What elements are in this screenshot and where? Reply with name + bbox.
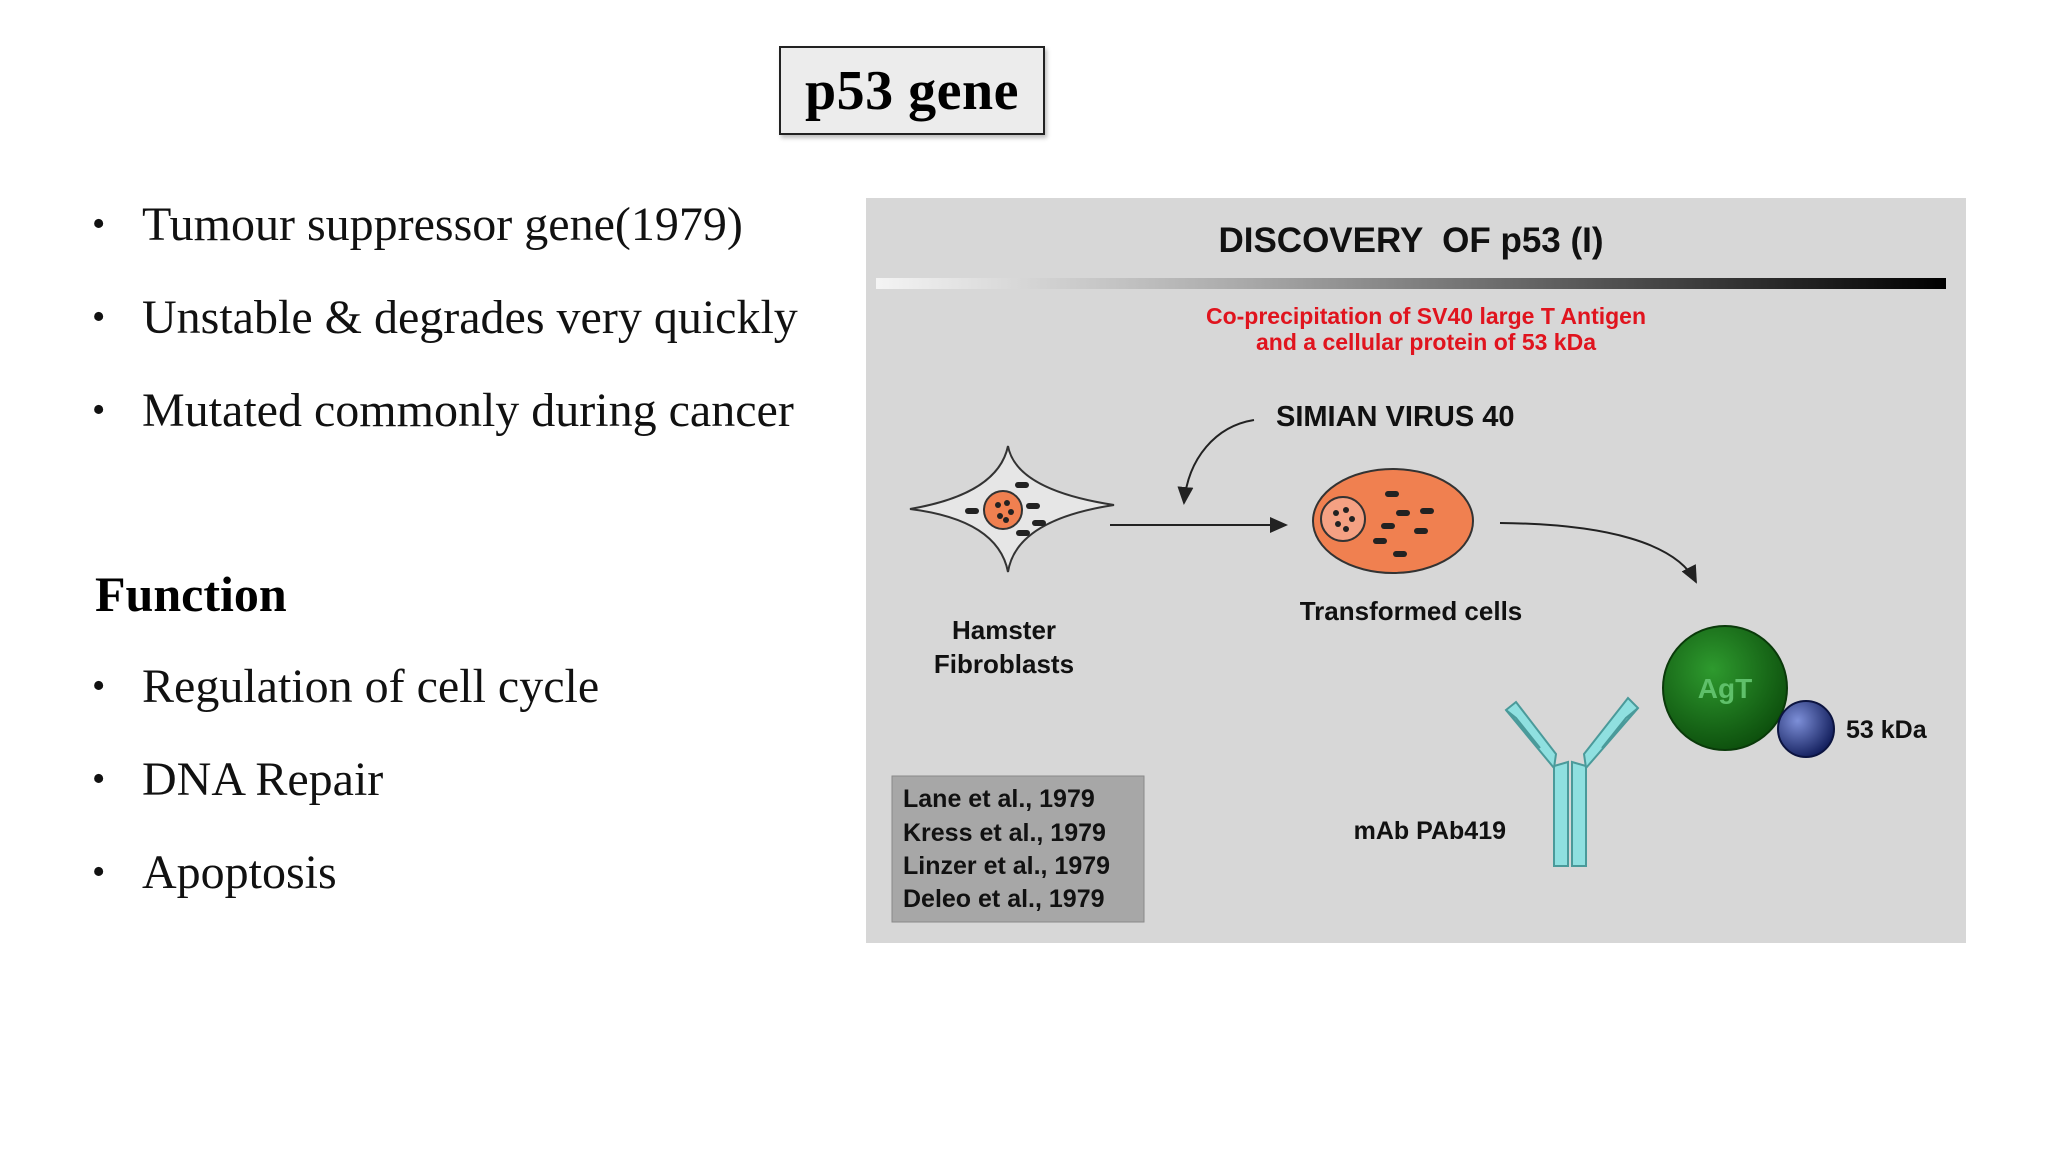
- transformed-cell-icon: [1312, 468, 1474, 574]
- bullet-text: Regulation of cell cycle: [142, 660, 600, 713]
- agt-label: AgT: [1698, 673, 1752, 704]
- immunoprecipitation-arrow: [1499, 522, 1697, 584]
- bullet-icon: •: [92, 389, 106, 431]
- list-item: • Regulation of cell cycle: [92, 640, 599, 733]
- property-list: • Tumour suppressor gene(1979) • Unstable …: [92, 178, 798, 457]
- list-item: • DNA Repair: [92, 733, 599, 826]
- antibody-label: mAb PAb419: [1354, 817, 1506, 845]
- reference-item: Deleo et al., 1979: [903, 885, 1105, 913]
- antibody-icon: [1504, 696, 1640, 867]
- reference-item: Kress et al., 1979: [903, 819, 1106, 847]
- figure-subtitle-line2: and a cellular protein of 53 kDa: [1256, 329, 1596, 355]
- figure-diagram: DISCOVERY OF p53 (I) Co-precipitation of…: [876, 221, 1946, 923]
- slide-title: p53 gene: [779, 46, 1045, 135]
- figure-subtitle-line1: Co-precipitation of SV40 large T Antigen: [1206, 303, 1646, 329]
- bullet-icon: •: [92, 203, 106, 245]
- function-list: • Regulation of cell cycle • DNA Repair • A…: [92, 640, 599, 919]
- discovery-figure: DISCOVERY OF p53 (I) Co-precipitation of…: [866, 198, 1966, 943]
- bullet-text: DNA Repair: [142, 753, 384, 806]
- figure-title: DISCOVERY OF p53 (I): [1218, 221, 1603, 260]
- list-item: • Mutated commonly during cancer: [92, 364, 798, 457]
- title-gradient-bar: [876, 278, 1946, 289]
- kda-label: 53 kDa: [1846, 716, 1928, 744]
- fibroblast-cell-icon: [909, 445, 1115, 573]
- bullet-text: Tumour suppressor gene(1979): [142, 198, 743, 251]
- bullet-text: Mutated commonly during cancer: [142, 384, 794, 437]
- reference-item: Lane et al., 1979: [903, 785, 1095, 813]
- bullet-icon: •: [92, 851, 106, 893]
- p53-protein-icon: [1777, 700, 1835, 758]
- bullet-icon: •: [92, 665, 106, 707]
- bullet-text: Unstable & degrades very quickly: [142, 291, 798, 344]
- list-item: • Apoptosis: [92, 826, 599, 919]
- hamster-label-line1: Hamster: [952, 615, 1056, 645]
- list-item: • Unstable & degrades very quickly: [92, 271, 798, 364]
- agt-sphere-icon: [1662, 625, 1788, 751]
- virus-arrow: [1177, 419, 1255, 505]
- bullet-icon: •: [92, 758, 106, 800]
- hamster-label-line2: Fibroblasts: [934, 649, 1074, 679]
- bullet-text: Apoptosis: [142, 846, 337, 899]
- references-box: Lane et al., 1979 Kress et al., 1979 Lin…: [891, 775, 1145, 923]
- transformed-label: Transformed cells: [1300, 596, 1523, 626]
- reference-item: Linzer et al., 1979: [903, 852, 1110, 880]
- function-heading: Function: [95, 566, 287, 622]
- virus-label: SIMIAN VIRUS 40: [1276, 401, 1515, 433]
- list-item: • Tumour suppressor gene(1979): [92, 178, 798, 271]
- bullet-icon: •: [92, 296, 106, 338]
